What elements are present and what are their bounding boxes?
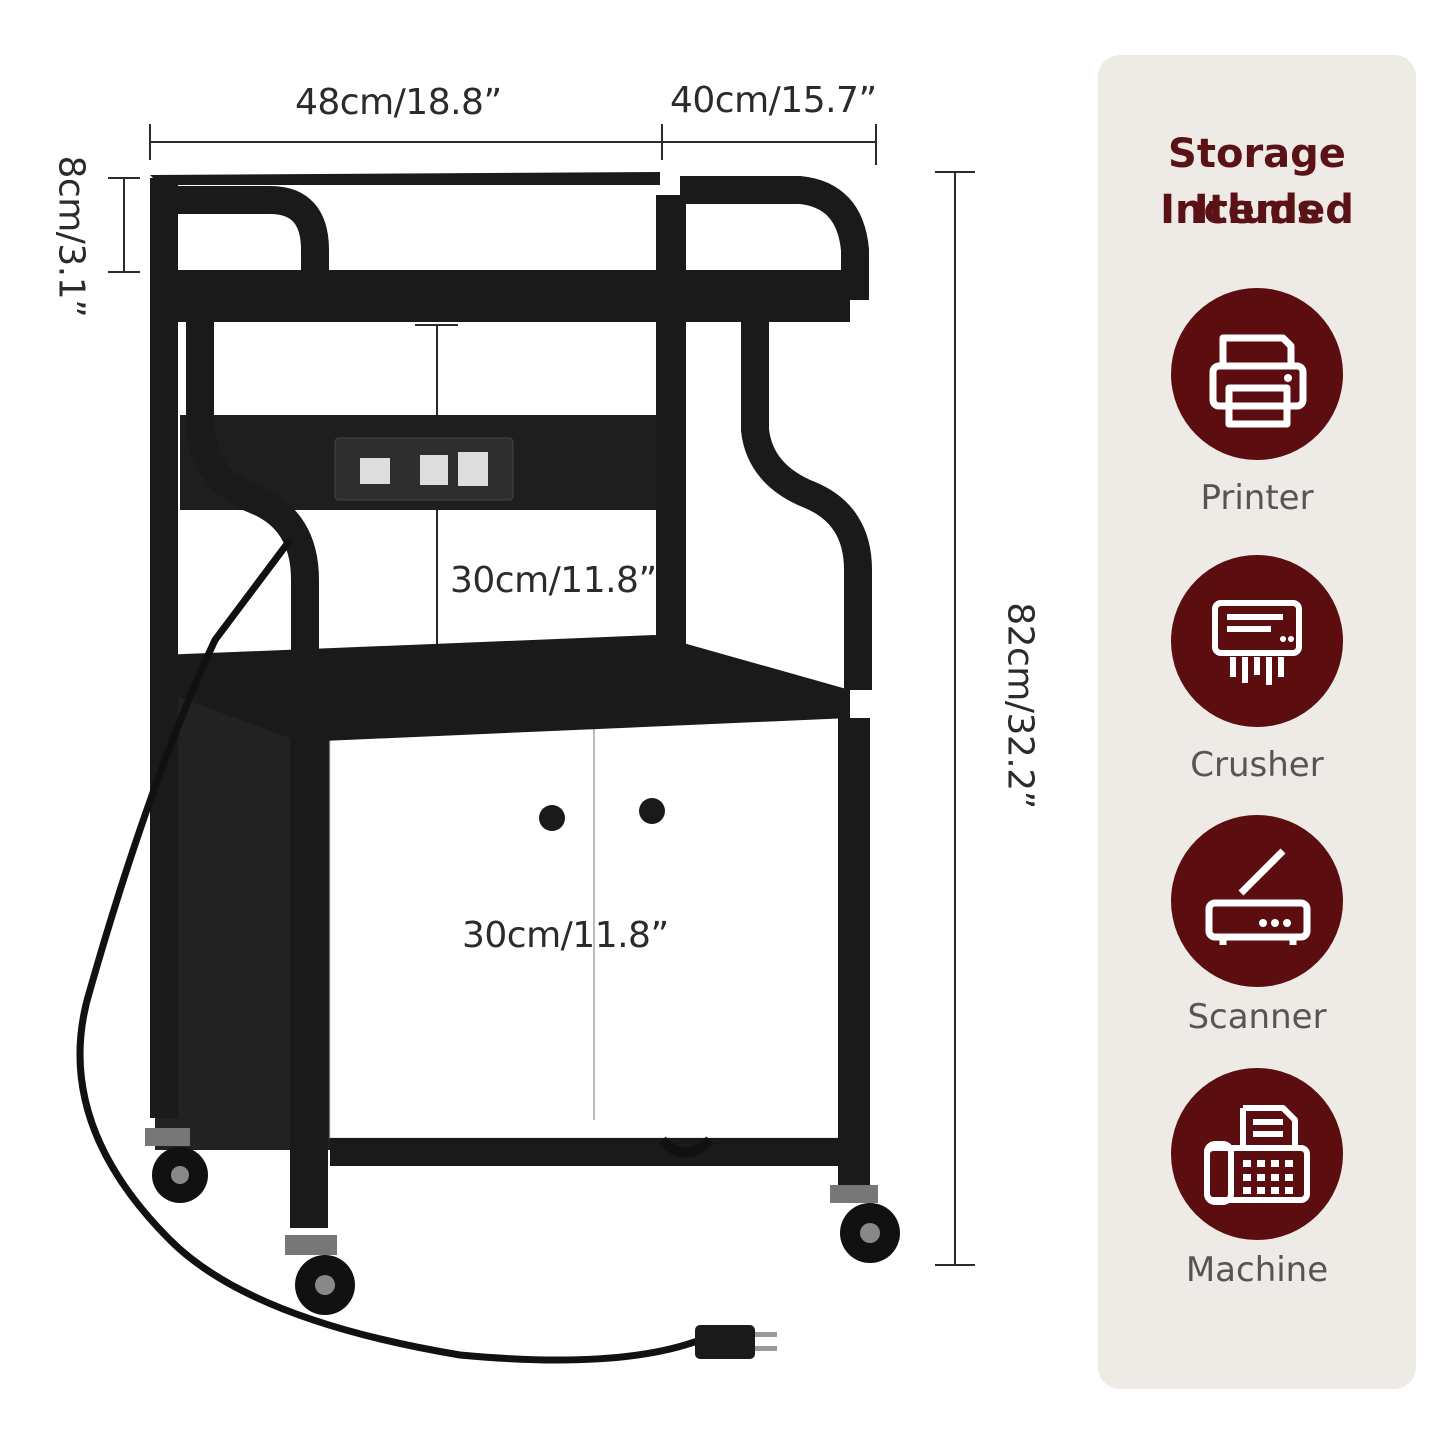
panel-title-line2: Included bbox=[1160, 187, 1354, 233]
total-height-dimension-label: 82cm/32.2” bbox=[999, 602, 1041, 809]
item-label-crusher: Crusher bbox=[1190, 745, 1324, 785]
width-dimension-label: 48cm/18.8” bbox=[295, 82, 502, 123]
cabinet-doors bbox=[329, 717, 846, 1139]
power-cord bbox=[76, 537, 702, 1364]
casters bbox=[145, 1128, 900, 1315]
frame bbox=[150, 172, 870, 1228]
rail-height-dimension-label: 8cm/3.1” bbox=[50, 155, 92, 318]
fax-machine-icon bbox=[1171, 1068, 1343, 1240]
printer-icon bbox=[1171, 288, 1343, 460]
door-knob-left bbox=[539, 805, 565, 831]
item-label-machine: Machine bbox=[1185, 1250, 1329, 1290]
scanner-icon bbox=[1171, 815, 1343, 987]
panel-title-line1: Storage Items bbox=[1168, 131, 1346, 233]
shredder-icon bbox=[1171, 555, 1343, 727]
power-plug bbox=[695, 1325, 755, 1359]
item-label-scanner: Scanner bbox=[1187, 997, 1327, 1037]
cabinet-height-dimension-label: 30cm/11.8” bbox=[462, 915, 669, 956]
middle-gap-dimension-label: 30cm/11.8” bbox=[450, 560, 657, 601]
door-knob-right bbox=[639, 798, 665, 824]
depth-dimension-label: 40cm/15.7” bbox=[670, 80, 877, 121]
curved-side-frames bbox=[160, 176, 872, 720]
item-label-printer: Printer bbox=[1200, 478, 1314, 518]
